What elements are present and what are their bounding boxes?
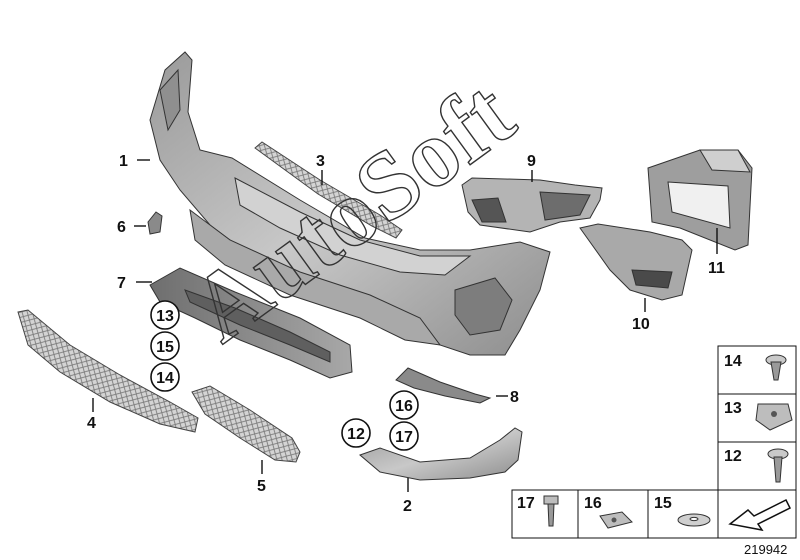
circled-ref-13: 13 [156,308,174,325]
label-part-2: 2 [403,498,412,515]
push-rivet-icon [765,354,787,381]
circled-ref-17: 17 [395,429,413,446]
circled-ref-15: 15 [156,339,174,356]
hardware-legend-right: 14 13 12 [717,345,797,491]
part-11-duct-frame [647,149,753,251]
part-4-mesh-grille-left [17,309,199,433]
part-3-upper-grille-strip [254,141,403,239]
legend-17-number: 17 [517,495,535,512]
part-2-lower-spoiler [359,427,523,481]
label-part-4: 4 [87,415,96,432]
part-10-air-inlet [579,223,693,301]
label-part-6: 6 [117,219,126,236]
part-8-trim-strip [395,367,492,404]
label-part-8: 8 [510,389,519,406]
part-9-air-duct [461,177,603,233]
circled-ref-16: 16 [395,398,413,415]
circled-ref-14: 14 [156,370,174,387]
diagram-id: 219942 [744,542,787,557]
circled-ref-12: 12 [347,426,365,443]
part-number-labels: 1 2 3 4 5 6 7 8 9 10 11 [87,153,725,515]
u-nut-clip-icon [755,403,793,431]
part-1-bumper-cover [149,51,551,356]
spring-nut-icon [599,511,633,529]
legend-15-number: 15 [654,495,672,512]
legend-12-number: 12 [724,448,742,465]
bolt-icon [543,495,559,527]
legend-16-number: 16 [584,495,602,512]
leader-lines [92,159,718,492]
washer-icon [677,513,711,527]
part-7-grille-carrier [149,267,353,379]
legend-14-number: 14 [724,353,742,370]
part-5-mesh-grille-small [191,385,301,463]
circled-references: 13 15 14 16 17 12 [150,300,419,451]
label-part-9: 9 [527,153,536,170]
legend-13-number: 13 [724,400,742,417]
hardware-legend-bottom: 17 16 15 [511,489,797,539]
label-part-5: 5 [257,478,266,495]
direction-arrow-icon [728,498,792,532]
label-part-3: 3 [316,153,325,170]
part-6-clip [147,211,163,235]
screw-icon [767,448,789,483]
label-part-11: 11 [708,260,725,277]
label-part-1: 1 [119,153,128,170]
label-part-10: 10 [632,316,650,333]
label-part-7: 7 [117,275,126,292]
